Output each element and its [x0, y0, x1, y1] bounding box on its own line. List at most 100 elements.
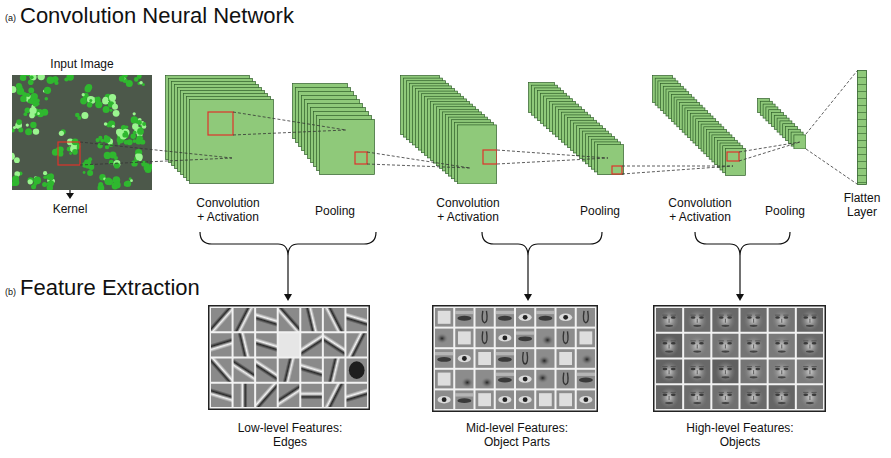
cell-blob [80, 98, 87, 105]
filter-cell-bg [346, 308, 367, 331]
face-eye [719, 316, 724, 318]
filter-cell [536, 390, 554, 409]
flatten-cell-line [858, 168, 867, 169]
cell-blob [110, 109, 113, 112]
cell-blob [104, 136, 111, 143]
projection-lines [806, 71, 857, 184]
eye-pupil [583, 397, 588, 402]
light-patch [438, 311, 451, 324]
layer-label: High-level Features: Objects [675, 421, 805, 449]
face-brow [775, 366, 780, 367]
filter-cell-bg [234, 308, 255, 331]
face-eye [755, 394, 760, 396]
cell-blob [112, 104, 118, 110]
cell-blob [12, 128, 15, 132]
cell-blob [14, 157, 20, 163]
filter-cell [656, 308, 682, 332]
face-oval [687, 387, 707, 409]
filter-cell [769, 385, 795, 409]
filter-cell-bg [455, 390, 473, 409]
projection-line [622, 166, 733, 174]
filter-cell-bg [476, 308, 494, 327]
filter-cell [741, 385, 767, 409]
mouth-blob [457, 316, 471, 321]
face-oval [659, 361, 679, 383]
filter-cell-bg [684, 308, 710, 332]
face-nose [809, 370, 810, 374]
cell-blob [109, 160, 114, 165]
filter-cell-bg [211, 384, 232, 407]
face-eye [812, 316, 817, 318]
light-patch [478, 352, 491, 365]
face-mouth [693, 350, 701, 352]
filter-cell [577, 390, 595, 409]
filter-cell-bg [435, 329, 453, 348]
feature-map-sheet [598, 145, 624, 175]
face-mouth [721, 376, 729, 378]
cell-blob [150, 164, 152, 167]
filter-cell [301, 359, 322, 382]
cell-blob [30, 75, 34, 79]
flatten-cell-line [858, 154, 867, 155]
filter-cell-bg [476, 329, 494, 348]
arrow-head [736, 294, 744, 301]
face-eye [784, 342, 789, 344]
face-oval [800, 361, 820, 383]
light-band [435, 352, 453, 355]
filter-cell-bg [577, 349, 595, 368]
face-mouth [778, 325, 786, 327]
light-patch [559, 393, 572, 406]
filter-cell-bg [279, 308, 300, 331]
cell-blob [112, 183, 119, 190]
filter-cell [234, 359, 255, 382]
face-eye [699, 316, 704, 318]
eye-pupil [523, 377, 528, 382]
filter-cell [741, 308, 767, 332]
filter-cell-bg [557, 349, 575, 368]
filter-cell-bg [797, 360, 823, 384]
eye-white [458, 355, 471, 362]
cell-blob [45, 97, 49, 101]
filter-cell-bg [346, 333, 367, 356]
cell-blob [108, 120, 115, 127]
nose-stroke [482, 331, 487, 343]
filter-cell [516, 390, 534, 409]
face-eye [775, 316, 780, 318]
face-eye [691, 394, 696, 396]
filter-cell [536, 349, 554, 368]
feature-map-sheet [320, 120, 375, 175]
filter-cell [656, 334, 682, 358]
cell-blob [34, 177, 42, 185]
cell-blob [28, 179, 33, 184]
feature-panel: High-level Features: Objects [653, 305, 826, 412]
filter-cell-bg [656, 308, 682, 332]
face-mouth [665, 350, 673, 352]
kernel-square [58, 142, 80, 165]
face-brow [775, 340, 780, 341]
filter-cell-bg [496, 349, 514, 368]
cell-blob [141, 161, 147, 167]
cell-blob [104, 152, 111, 159]
filter-cell [536, 370, 554, 389]
face-eye [812, 368, 817, 370]
filter-cell [516, 370, 534, 389]
input-image: Input Image [12, 75, 152, 190]
layer-label: Flatten Layer [838, 191, 886, 219]
feature-map-sheet [794, 135, 806, 149]
face-brow [775, 315, 780, 316]
cell-blob [114, 182, 121, 189]
filter-cell-bg [557, 308, 575, 327]
face-brow [719, 366, 724, 367]
light-band [496, 373, 514, 376]
microscopy-image [12, 75, 152, 190]
face-eye [755, 368, 760, 370]
flatten-cell-line [858, 84, 867, 85]
cell-blob [87, 170, 93, 176]
filter-cell [536, 308, 554, 327]
eye-pupil [563, 315, 568, 320]
face-mouth [750, 376, 758, 378]
face-brow [690, 392, 695, 393]
layer-illustration [652, 75, 746, 176]
face-oval [659, 309, 679, 331]
arrow-line [527, 256, 528, 294]
